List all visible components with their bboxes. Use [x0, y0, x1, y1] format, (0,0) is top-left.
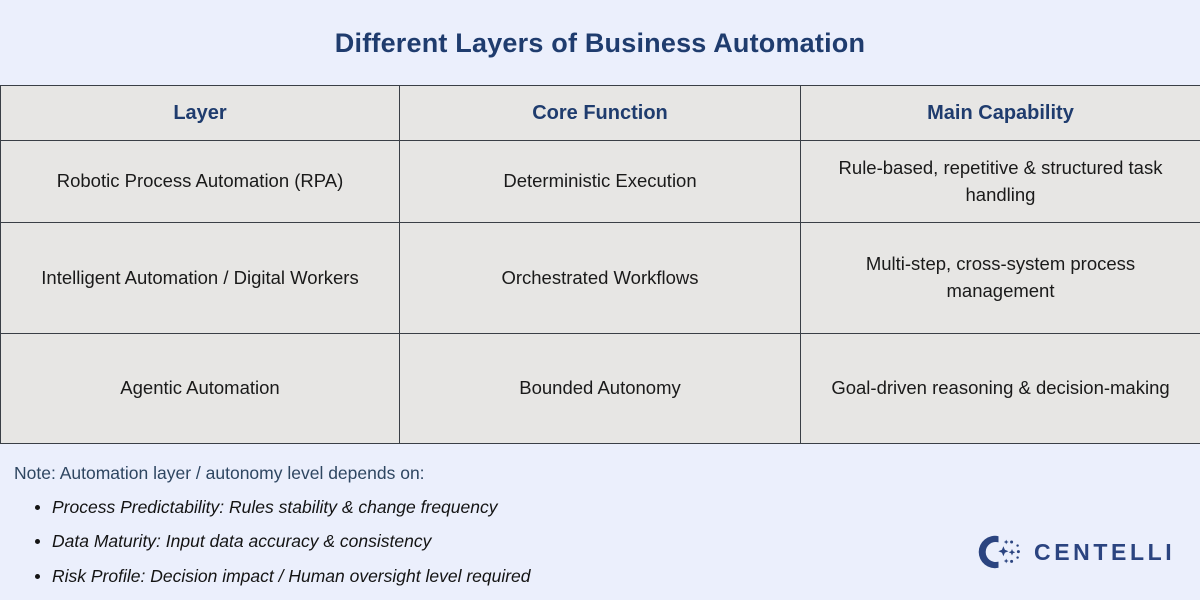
- table-row: Intelligent Automation / Digital Workers…: [0, 222, 1200, 334]
- cell-layer: Robotic Process Automation (RPA): [0, 140, 400, 223]
- notes-section: Note: Automation layer / autonomy level …: [14, 460, 714, 593]
- list-item: Risk Profile: Decision impact / Human ov…: [14, 559, 714, 593]
- column-header-main-capability: Main Capability: [800, 85, 1200, 141]
- table-body: Robotic Process Automation (RPA) Determi…: [0, 140, 1200, 444]
- cell-layer: Intelligent Automation / Digital Workers: [0, 222, 400, 334]
- list-item: Process Predictability: Rules stability …: [14, 490, 714, 524]
- notes-list: Process Predictability: Rules stability …: [14, 490, 714, 592]
- automation-layers-table: Layer Core Function Main Capability Robo…: [0, 85, 1200, 444]
- column-header-core-function: Core Function: [399, 85, 801, 141]
- table-header: Layer Core Function Main Capability: [0, 85, 1200, 141]
- cell-main-capability: Goal-driven reasoning & decision-making: [800, 333, 1200, 444]
- centelli-wordmark: CENTELLI: [1034, 538, 1176, 565]
- notes-heading: Note: Automation layer / autonomy level …: [14, 463, 425, 483]
- cell-layer: Agentic Automation: [0, 333, 400, 444]
- list-item: Data Maturity: Input data accuracy & con…: [14, 524, 714, 558]
- cell-main-capability: Multi-step, cross-system process managem…: [800, 222, 1200, 334]
- cell-core-function: Deterministic Execution: [399, 140, 801, 223]
- table-row: Robotic Process Automation (RPA) Determi…: [0, 140, 1200, 223]
- cell-core-function: Orchestrated Workflows: [399, 222, 801, 334]
- table-row: Agentic Automation Bounded Autonomy Goal…: [0, 333, 1200, 444]
- page-title: Different Layers of Business Automation: [334, 28, 866, 58]
- cell-main-capability: Rule-based, repetitive & structured task…: [800, 140, 1200, 223]
- centelli-logo: CENTELLI: [968, 530, 1175, 574]
- cell-core-function: Bounded Autonomy: [399, 333, 801, 444]
- centelli-logo-mark-icon: [978, 535, 1020, 569]
- table-header-row: Layer Core Function Main Capability: [0, 85, 1200, 141]
- column-header-layer: Layer: [0, 85, 400, 141]
- automation-layers-table-wrapper: Layer Core Function Main Capability Robo…: [0, 85, 1200, 444]
